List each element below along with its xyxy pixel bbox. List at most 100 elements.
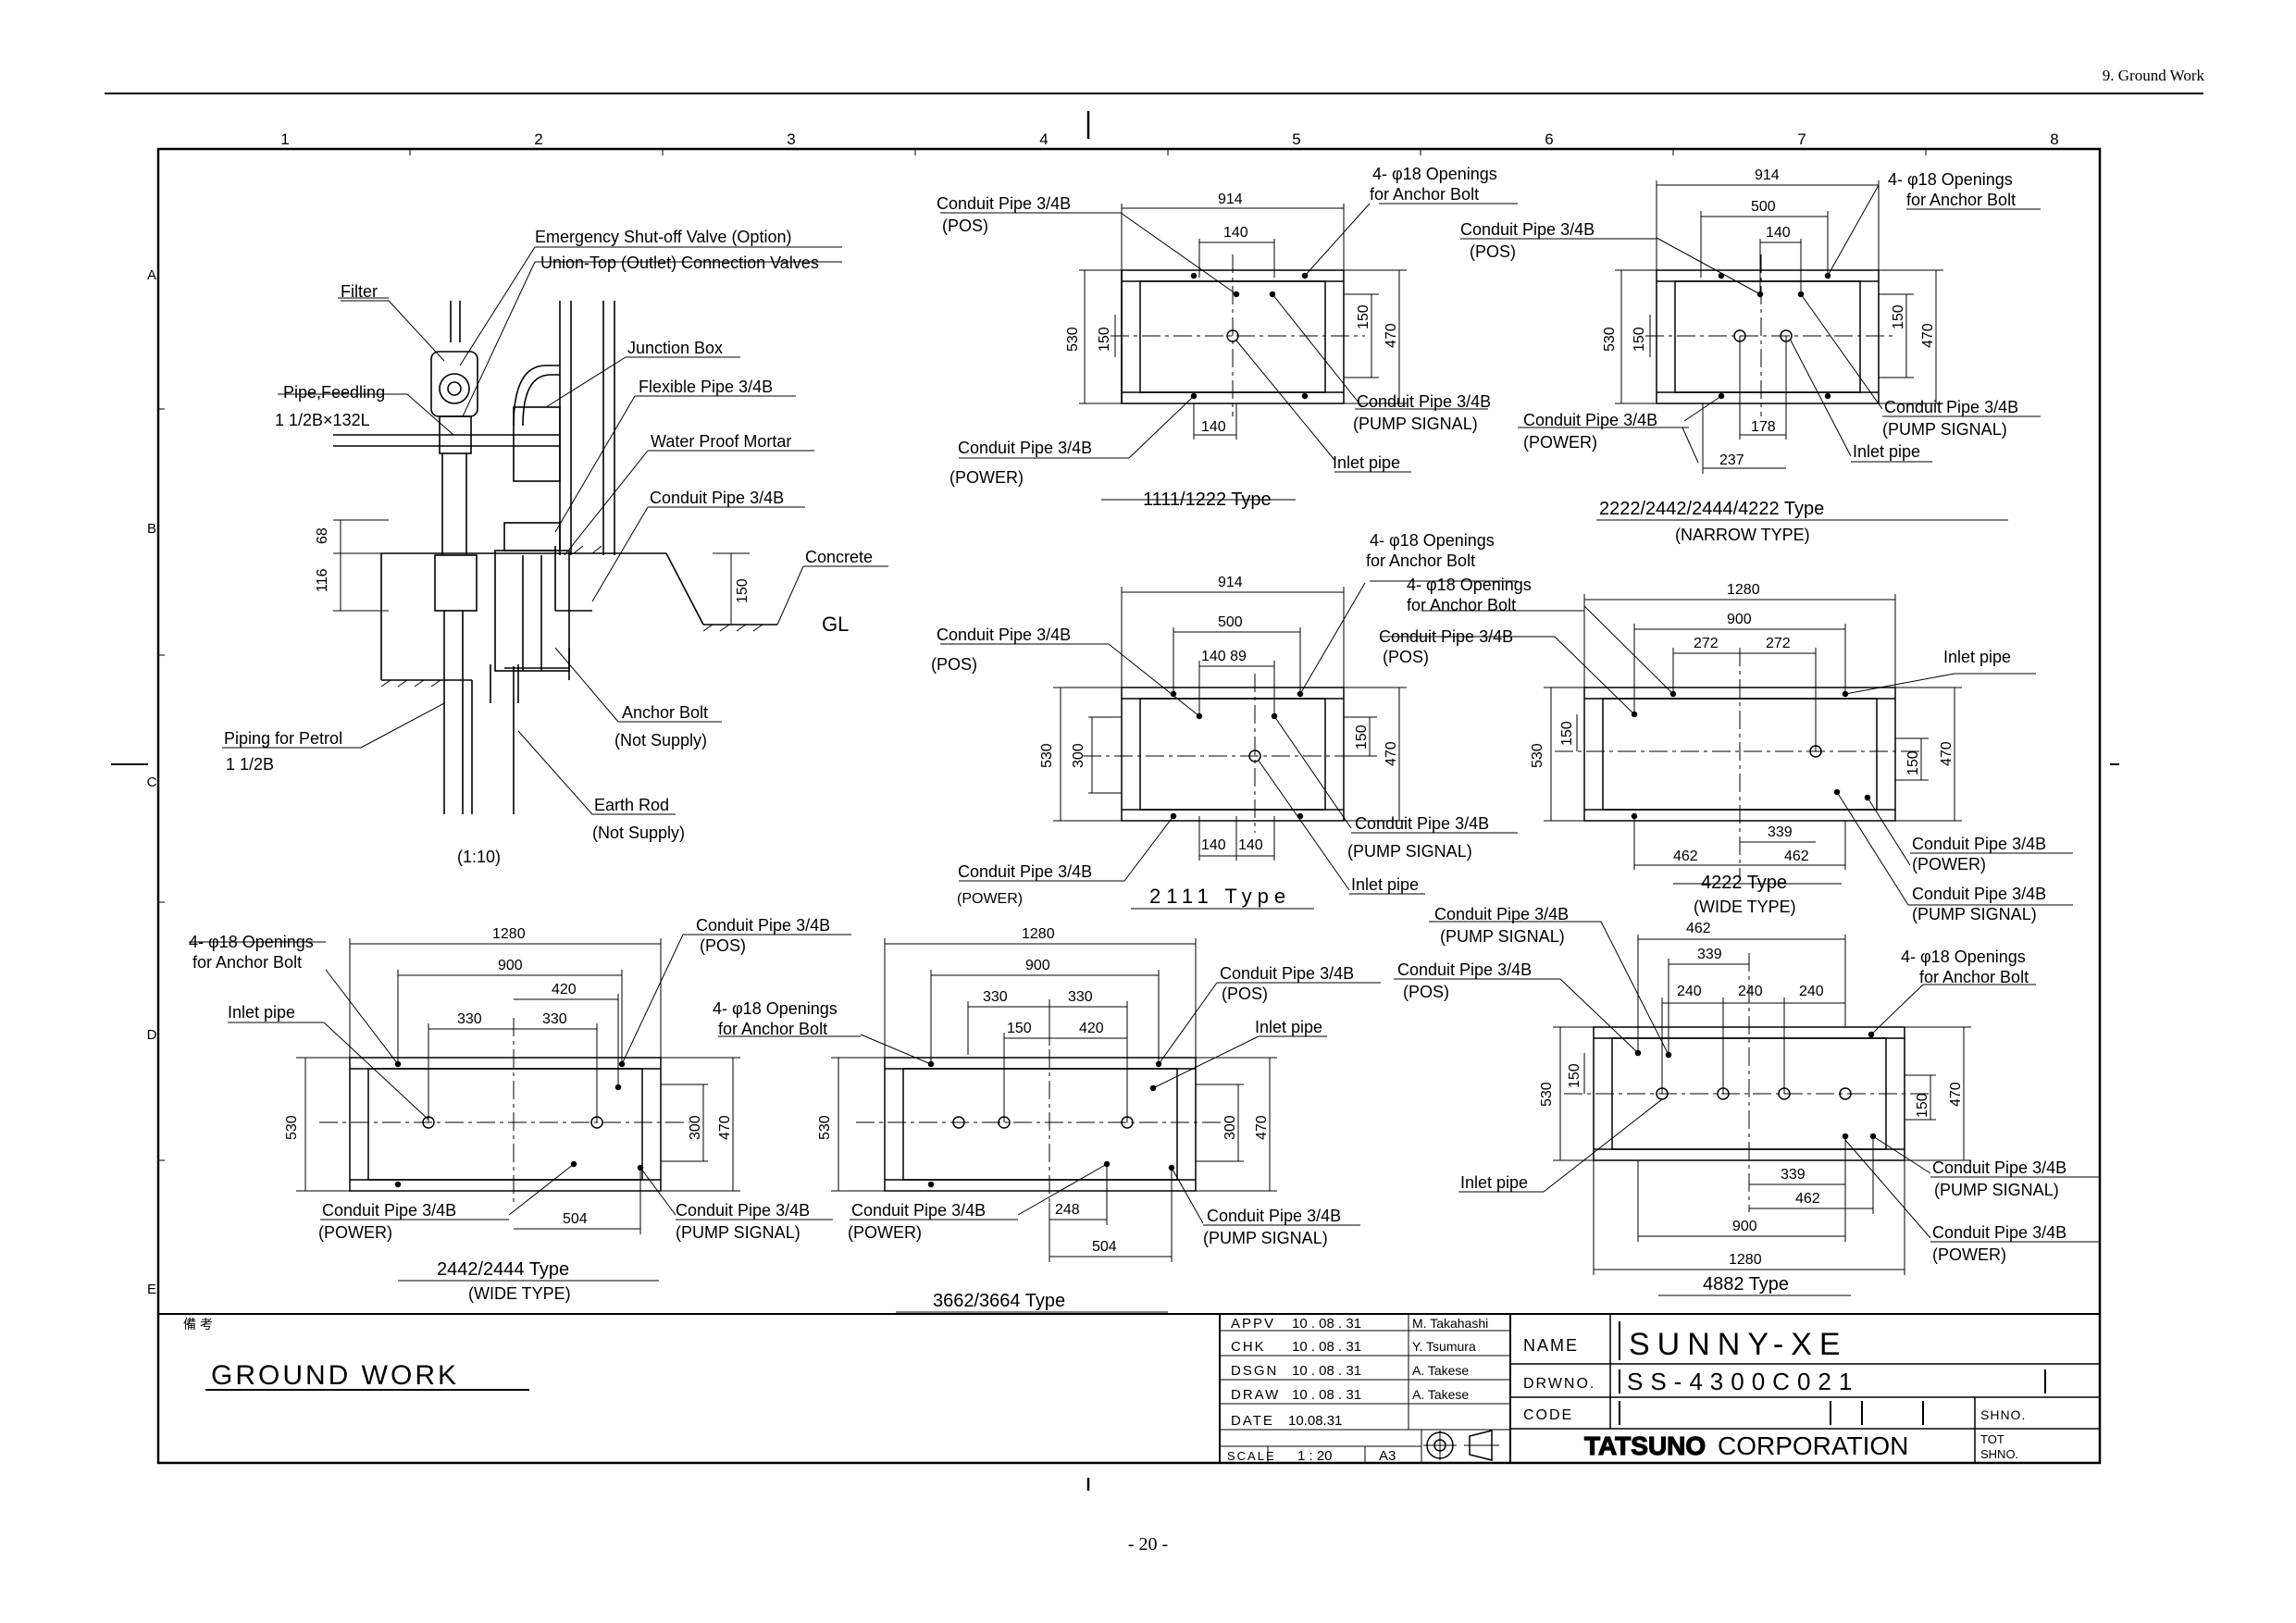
- p2222-power2: (POWER): [1523, 433, 1597, 452]
- label-piping-petrol: Piping for Petrol: [224, 729, 342, 748]
- p2442-pos: Conduit Pipe 3/4B: [696, 916, 830, 935]
- label-scale: (1:10): [457, 848, 501, 866]
- p1111-d530: 530: [1065, 327, 1081, 352]
- p4222-d530: 530: [1530, 743, 1545, 768]
- plan-2222-drawing: [1460, 180, 2041, 521]
- page-header: 9. Ground Work: [2102, 67, 2204, 84]
- remarks-label: 備 考: [183, 1317, 213, 1332]
- p1111-type: 1111/1222 Type: [1143, 489, 1272, 510]
- p2222-pos2: (POS): [1470, 242, 1516, 261]
- plan-1111-drawing: [940, 203, 1518, 501]
- p1111-d150a: 150: [1097, 327, 1112, 352]
- p1111-anchor2: for Anchor Bolt: [1370, 185, 1479, 204]
- p4222-pump2: (PUMP SIGNAL): [1912, 905, 2037, 923]
- design-date: 10 . 08 . 31: [1292, 1363, 1361, 1379]
- p4222-d150b: 150: [1905, 750, 1921, 775]
- p3662-inlet: Inlet pipe: [1255, 1018, 1322, 1036]
- draw-name: A. Takese: [1412, 1387, 1469, 1402]
- p4222-anchor2: for Anchor Bolt: [1407, 596, 1516, 614]
- p1111-power: Conduit Pipe 3/4B: [958, 439, 1092, 457]
- p2111-pos2: (POS): [931, 655, 977, 674]
- p2442-d330a: 330: [457, 1011, 482, 1027]
- p4882-pump2: (PUMP SIGNAL): [1440, 927, 1565, 946]
- p2222-d914: 914: [1755, 167, 1780, 183]
- p2111-d300: 300: [1071, 743, 1086, 768]
- draw-date: 10 . 08 . 31: [1292, 1387, 1361, 1403]
- p2111-power: Conduit Pipe 3/4B: [958, 862, 1092, 881]
- p2111-anchor: 4- φ18 Openings: [1370, 531, 1495, 550]
- p2442-pump2: (PUMP SIGNAL): [676, 1223, 800, 1242]
- plan-2442-drawing: [189, 934, 851, 1282]
- label-concrete: Concrete: [805, 548, 873, 566]
- label-pipe-feedling-size: 1 1/2B×132L: [275, 411, 370, 429]
- p2222-power: Conduit Pipe 3/4B: [1523, 411, 1657, 429]
- page-number: - 20 -: [1127, 1534, 1169, 1555]
- p2111-d470: 470: [1384, 741, 1399, 766]
- p2222-d237: 237: [1719, 452, 1744, 468]
- paper-size: A3: [1379, 1448, 1396, 1464]
- p2442-anchor: 4- φ18 Openings: [189, 933, 314, 951]
- p2222-d178: 178: [1751, 419, 1776, 435]
- label-anchor-bolt: Anchor Bolt: [622, 703, 708, 722]
- p2222-sub: (NARROW TYPE): [1675, 526, 1810, 544]
- p4222-d150a: 150: [1559, 721, 1575, 746]
- p4882-d150b: 150: [1915, 1093, 1930, 1118]
- label-union-valves: Union-Top (Outlet) Connection Valves: [540, 254, 819, 272]
- p4882-cp1b: (PUMP SIGNAL): [1934, 1181, 2059, 1199]
- scale-value: 1 : 20: [1297, 1448, 1333, 1464]
- plan-1111-labels: 4- φ18 Openings for Anchor Bolt Conduit …: [937, 165, 1497, 510]
- p4222-d462a: 462: [1673, 849, 1698, 864]
- p2222-inlet: Inlet pipe: [1853, 442, 1920, 461]
- label-water-proof: Water Proof Mortar: [651, 432, 791, 451]
- check-role: CHK: [1231, 1339, 1266, 1355]
- plan-3662-drawing: [718, 938, 1381, 1313]
- p3662-power: Conduit Pipe 3/4B: [851, 1201, 986, 1220]
- p2442-pos2: (POS): [700, 936, 746, 955]
- column-labels: 1 2 3 4 5 6 7 8: [280, 130, 2058, 148]
- p4222-pos: Conduit Pipe 3/4B: [1379, 627, 1513, 646]
- plan-2111-drawing: [940, 580, 1518, 910]
- row-label: E: [147, 1282, 156, 1297]
- p4882-pump: Conduit Pipe 3/4B: [1434, 905, 1569, 923]
- p4882-d240b: 240: [1738, 984, 1763, 999]
- p4222-d470: 470: [1939, 741, 1955, 766]
- p2442-d1280: 1280: [492, 926, 526, 942]
- tot-label: TOT: [1980, 1432, 2004, 1446]
- header-rule: [105, 93, 2203, 94]
- p4222-inlet: Inlet pipe: [1943, 648, 2011, 666]
- p3662-d150: 150: [1007, 1021, 1032, 1036]
- p1111-d140a: 140: [1223, 225, 1248, 241]
- p1111-d914: 914: [1218, 192, 1243, 207]
- p2222-d500: 500: [1751, 199, 1776, 215]
- plan-4882-drawing: [1394, 921, 2101, 1296]
- p4882-d240c: 240: [1799, 984, 1824, 999]
- approval-date: 10 . 08 . 31: [1292, 1316, 1361, 1332]
- p1111-pos2: (POS): [942, 217, 988, 235]
- code-label: CODE: [1523, 1407, 1573, 1423]
- label-filter: Filter: [341, 282, 378, 301]
- label-piping-petrol-size: 1 1/2B: [226, 755, 274, 774]
- approval-role: APPV: [1231, 1316, 1275, 1332]
- p2111-pump2: (PUMP SIGNAL): [1347, 842, 1472, 861]
- drawing-title: GROUND WORK: [211, 1360, 459, 1391]
- row-label: A: [147, 267, 156, 283]
- p2222-type: 2222/2442/2444/4222 Type: [1599, 499, 1824, 519]
- label-pipe-feedling: Pipe,Feedling: [283, 383, 385, 402]
- p2111-d14089: 140 89: [1201, 649, 1247, 664]
- p4882-d462b: 462: [1795, 1191, 1820, 1207]
- p2222-anchor: 4- φ18 Openings: [1888, 170, 2013, 189]
- col-label: 8: [2050, 130, 2058, 148]
- row-label: B: [147, 521, 156, 537]
- p4882-cp1: Conduit Pipe 3/4B: [1932, 1158, 2066, 1177]
- date-label: DATE: [1231, 1413, 1274, 1429]
- p4882-cp2b: (POWER): [1932, 1245, 2006, 1264]
- approval-name: M. Takahashi: [1412, 1316, 1488, 1331]
- p2442-d330b: 330: [542, 1011, 567, 1027]
- p4222-power2: (POWER): [1912, 855, 1986, 873]
- title-block-text: 備 考 GROUND WORK APPV 10 . 08 . 31 M. Tak…: [183, 1316, 2025, 1464]
- p2111-d140a: 140: [1201, 837, 1226, 853]
- title-block: [158, 1313, 2100, 1463]
- p4882-d1280: 1280: [1729, 1252, 1762, 1268]
- p2442-d900: 900: [498, 958, 523, 973]
